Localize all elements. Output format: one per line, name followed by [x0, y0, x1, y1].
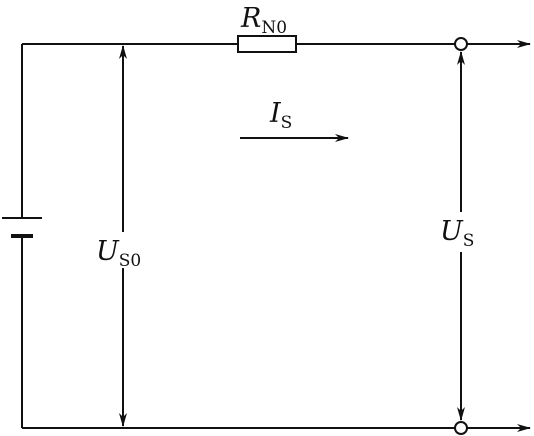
terminal-top — [454, 37, 468, 51]
source-voltage-label: US0 — [96, 236, 141, 271]
resistor-body — [237, 35, 297, 53]
resistor-label: RN0 — [240, 3, 287, 38]
terminal-bottom — [454, 421, 468, 435]
current-label: IS — [269, 98, 292, 133]
terminal-voltage-label: US — [440, 216, 474, 251]
battery-symbol — [2, 217, 42, 238]
